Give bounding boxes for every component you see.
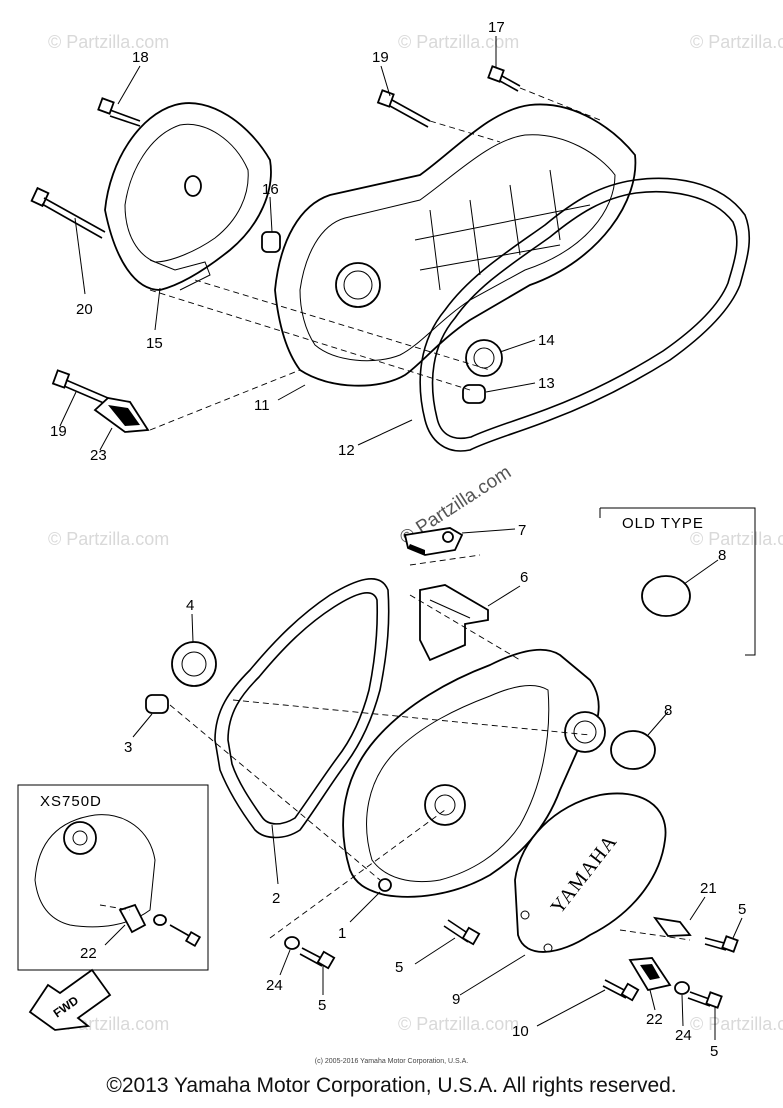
callout-21: 21 xyxy=(700,880,717,897)
bolt-19-upper xyxy=(376,89,431,128)
bolt-5-right xyxy=(704,935,739,953)
xs750d-box: XS750D xyxy=(17,784,209,971)
bolt-20 xyxy=(30,186,106,239)
washer-24-left xyxy=(284,936,300,950)
callout-8: 8 xyxy=(664,702,672,719)
dowel-3 xyxy=(145,694,169,714)
callout-numbers: 17 18 19 16 20 15 14 13 11 12 19 23 7 6 … xyxy=(50,19,746,1060)
gasket-12 xyxy=(419,177,751,452)
callout-19: 19 xyxy=(372,49,389,66)
callout-7: 7 xyxy=(518,522,526,539)
housing-cover-15 xyxy=(104,102,272,291)
watermark: © Partzilla.com xyxy=(48,529,169,549)
callout-23: 23 xyxy=(90,447,107,464)
leader-lines xyxy=(59,36,743,1040)
copyright-notice: ©2013 Yamaha Motor Corporation, U.S.A. A… xyxy=(106,1074,677,1097)
callout-13: 13 xyxy=(538,375,555,392)
callout-5: 5 xyxy=(710,1043,718,1060)
bracket-22 xyxy=(628,957,672,992)
callout-5: 5 xyxy=(395,959,403,976)
bolt-5-bottom xyxy=(687,991,723,1009)
callout-18: 18 xyxy=(132,49,149,66)
callout-1: 1 xyxy=(338,925,346,942)
oil-seal-4 xyxy=(171,641,217,687)
side-cover-9: YAMAHA xyxy=(514,792,667,953)
crankcase-cover-11 xyxy=(274,103,637,387)
callout-14: 14 xyxy=(538,332,555,349)
bolt-18 xyxy=(97,97,141,127)
callout-4: 4 xyxy=(186,597,194,614)
old-type-label: OLD TYPE xyxy=(622,515,704,532)
fwd-arrow-icon: FWD xyxy=(28,968,112,1031)
callout-12: 12 xyxy=(338,442,355,459)
callout-10: 10 xyxy=(512,1023,529,1040)
callout-6: 6 xyxy=(520,569,528,586)
callout-22: 22 xyxy=(646,1011,663,1028)
collar-16 xyxy=(261,231,281,253)
bolt-10 xyxy=(602,979,640,1002)
callout-9: 9 xyxy=(452,991,460,1008)
bolt-5-center xyxy=(443,919,481,946)
oil-seal-14 xyxy=(465,339,503,377)
bolt-5-left xyxy=(299,947,336,970)
callout-20: 20 xyxy=(76,301,93,318)
watermark: © Partzilla.com xyxy=(690,1014,783,1034)
watermark: © Partzilla.com xyxy=(48,32,169,52)
spacer-21 xyxy=(653,916,692,937)
callout-15: 15 xyxy=(146,335,163,352)
callout-2: 2 xyxy=(272,890,280,907)
callout-17: 17 xyxy=(488,19,505,36)
callout-24: 24 xyxy=(266,977,283,994)
bracket-23 xyxy=(93,397,150,433)
bolt-17 xyxy=(487,65,521,92)
callout-8: 8 xyxy=(718,547,726,564)
watermark: © Partzilla.com xyxy=(690,529,783,549)
dowel-13 xyxy=(462,384,486,404)
callout-22: 22 xyxy=(80,945,97,962)
cap-8 xyxy=(610,730,656,770)
callout-5: 5 xyxy=(318,997,326,1014)
watermark: © Partzilla.com xyxy=(398,1014,519,1034)
washer-24-right xyxy=(674,981,690,995)
callout-11: 11 xyxy=(254,397,270,414)
upper-assembly xyxy=(30,65,751,452)
callout-16: 16 xyxy=(262,181,279,198)
source-note: (c) 2005-2016 Yamaha Motor Corporation, … xyxy=(314,1058,469,1065)
watermark: © Partzilla.com xyxy=(398,32,519,52)
xs750d-label: XS750D xyxy=(40,793,102,810)
callout-19: 19 xyxy=(50,423,67,440)
callout-24: 24 xyxy=(675,1027,692,1044)
watermark: © Partzilla.com xyxy=(690,32,783,52)
cover-plate-7 xyxy=(403,527,464,556)
callout-5: 5 xyxy=(738,901,746,918)
bolt-19-lower xyxy=(51,369,109,405)
callout-3: 3 xyxy=(124,739,132,756)
old-type-box: OLD TYPE xyxy=(599,507,756,656)
lower-assembly: YAMAHA xyxy=(145,527,739,1009)
gasket-2 xyxy=(214,578,390,839)
bracket-6 xyxy=(419,584,489,662)
